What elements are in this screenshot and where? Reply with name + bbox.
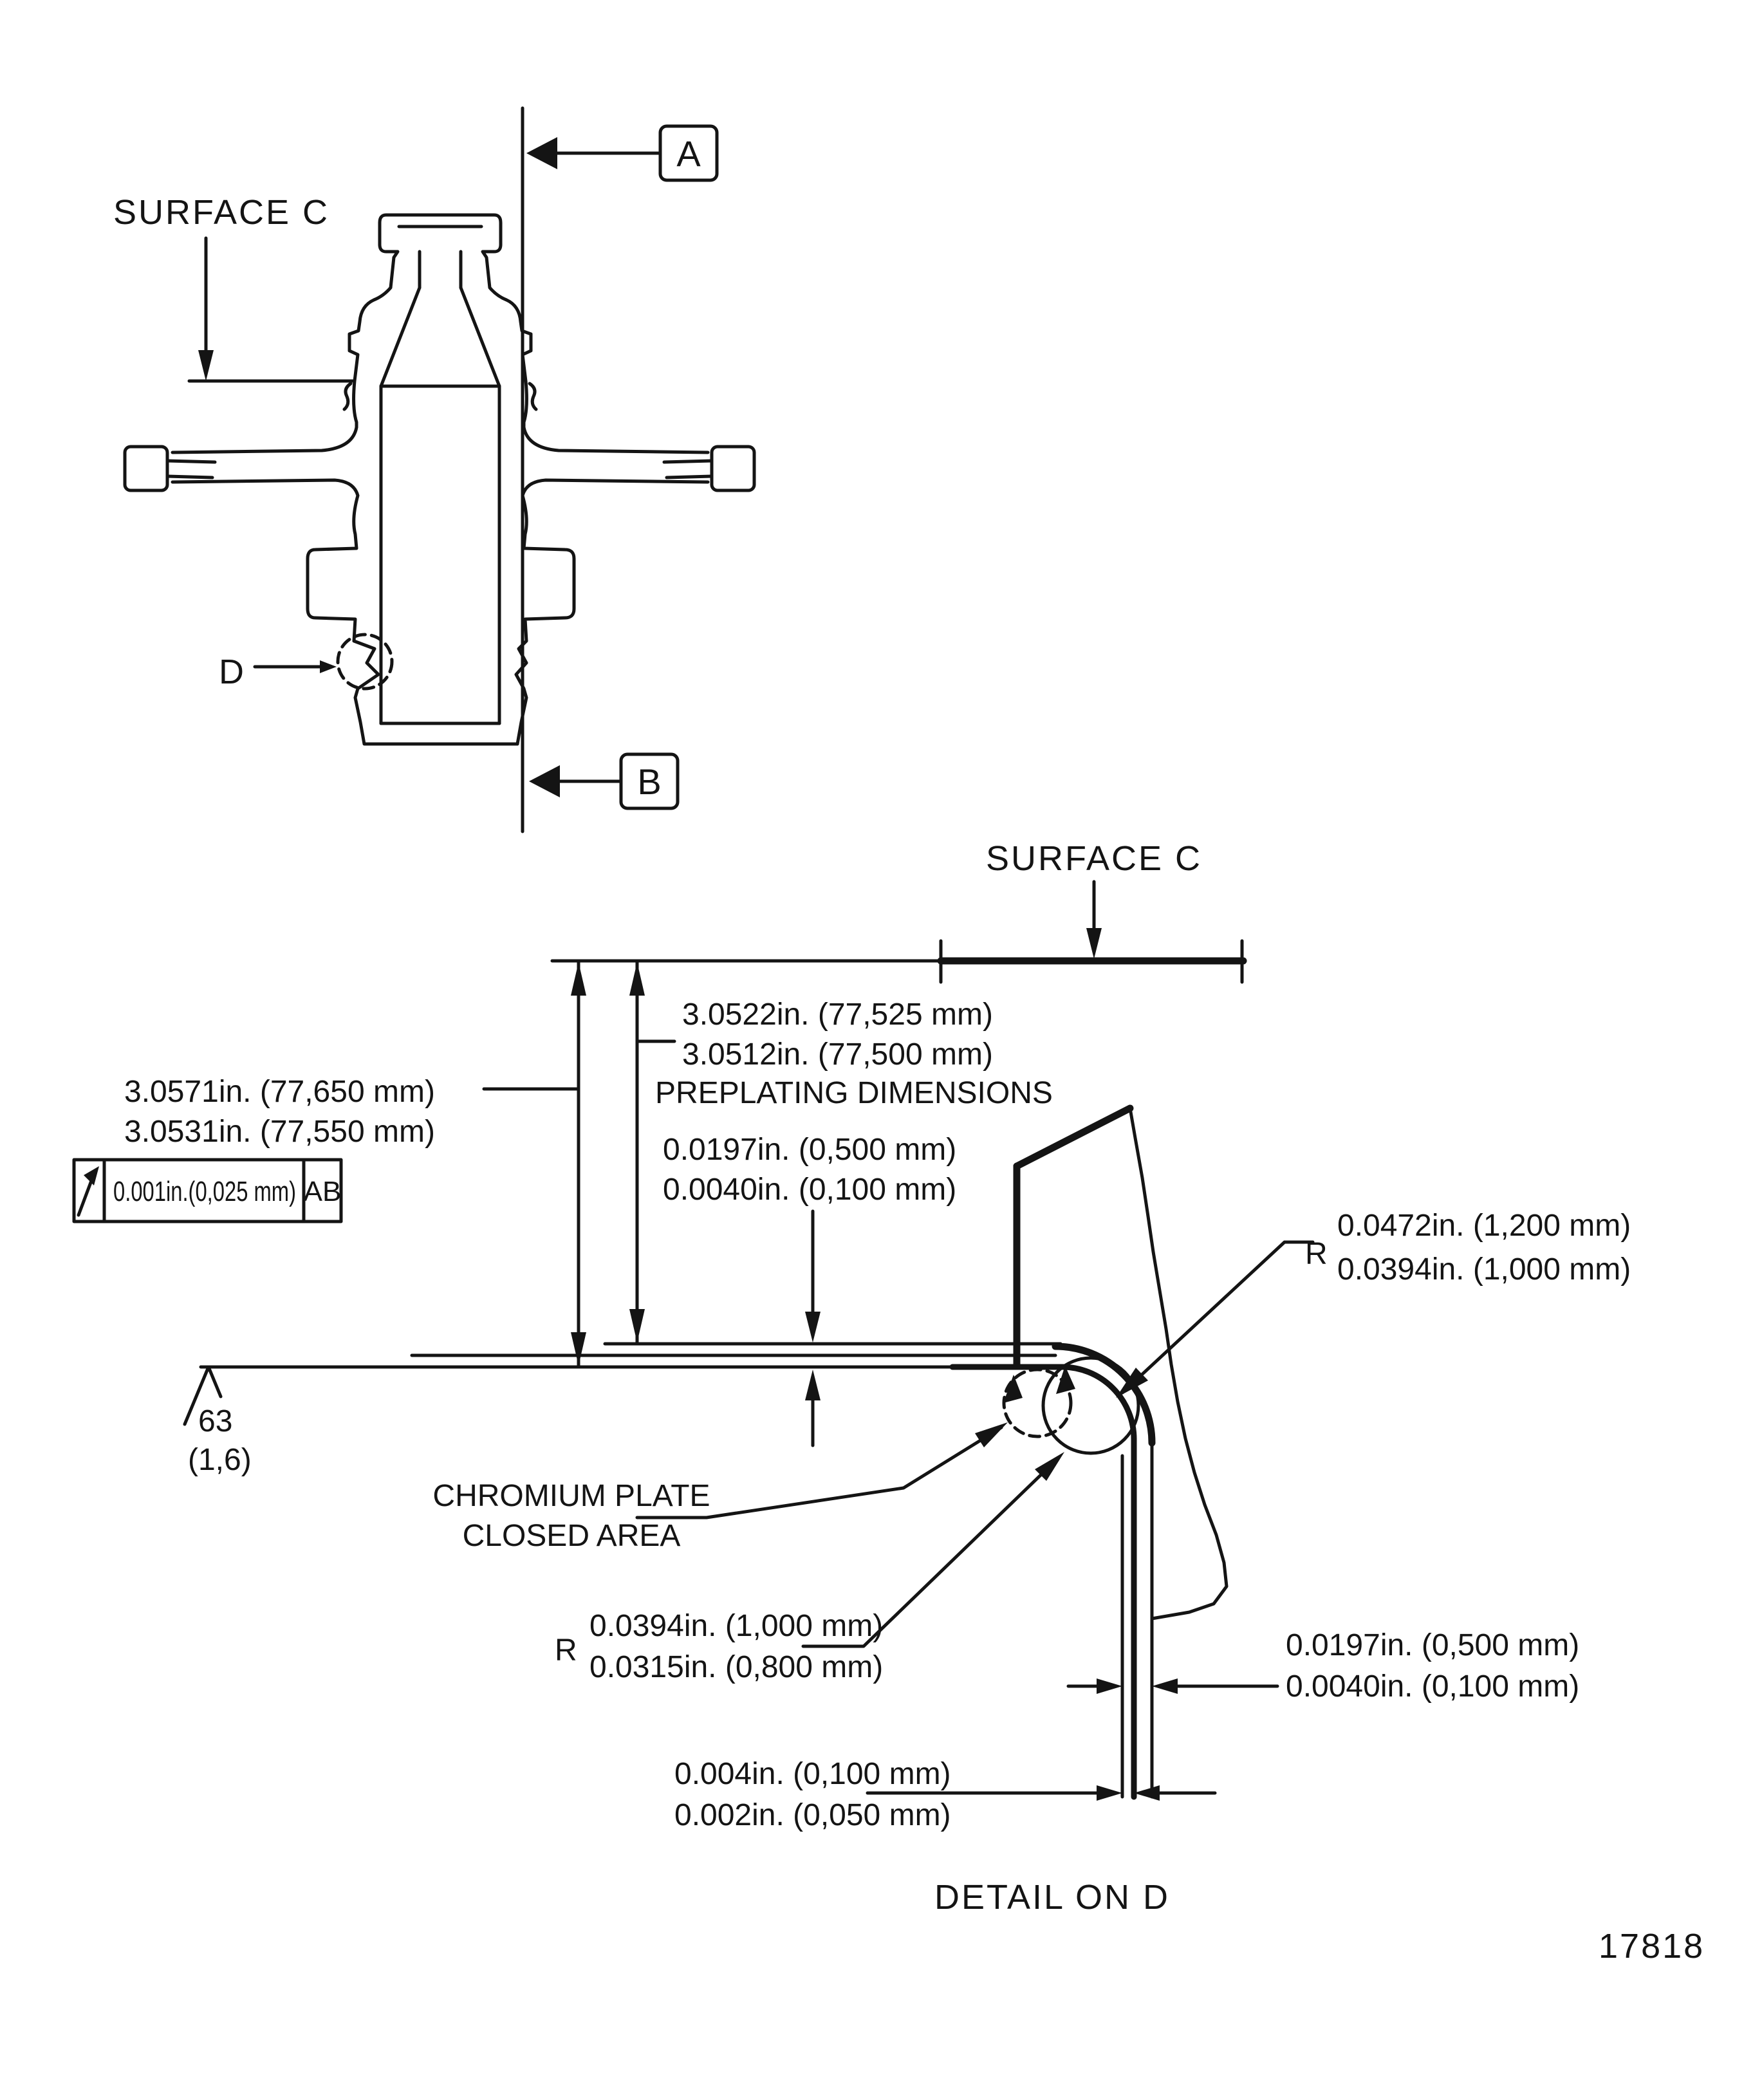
- runout-symbol-arrowhead-icon: [84, 1166, 99, 1185]
- dashed-circle-arrowhead-icon: [1003, 1375, 1023, 1403]
- detail-on-d-view: SURFACE C 3.0571in. (77,650 mm) 3.0531in…: [72, 839, 1631, 1917]
- runout-feature-control-frame: 0.001in.(0,025 mm) AB: [72, 1158, 343, 1223]
- surface-c-arrowhead-icon-detail: [1086, 928, 1102, 959]
- plating-side-right-arrowhead-icon: [1152, 1678, 1178, 1694]
- pre-plating-text-label: PREPLATING DIMENSIONS: [655, 1076, 1053, 1110]
- left-arm-slot-bottom: [165, 474, 214, 479]
- right-arm-tip: [710, 445, 756, 492]
- right-groove-curl: [528, 382, 538, 411]
- post-plating-text-line2: 3.0531in. (77,550 mm): [124, 1115, 435, 1149]
- surface-finish-metric: (1,6): [188, 1443, 252, 1477]
- inner-radius-symbol: R: [555, 1633, 577, 1668]
- surface-c-label-detail: SURFACE C: [986, 839, 1202, 878]
- plating-thickness-top-callout: 0.0197in. (0,500 mm) 0.0040in. (0,100 mm…: [663, 1133, 956, 1447]
- part-outline-left: [171, 213, 465, 454]
- solid-circle-arrowhead-icon: [1056, 1366, 1075, 1394]
- outer-radius-leader: [1120, 1240, 1315, 1395]
- inner-cone-left: [379, 286, 422, 388]
- inner-radius-leader: [801, 1456, 1060, 1648]
- right-arm-slot-top: [662, 459, 714, 464]
- upper-cross-section-view: A B SURFACE C: [113, 106, 756, 833]
- detail-d-callout: D: [219, 633, 394, 691]
- fcf-tolerance-text: 0.001in.(0,025 mm): [113, 1176, 296, 1207]
- pre-plating-up-arrowhead-icon: [629, 962, 645, 996]
- inner-cone-right: [459, 286, 501, 388]
- surface-c-arrowhead-icon-upper: [198, 350, 214, 381]
- datum-b-arrow-icon: [529, 765, 560, 797]
- fcf-datums-text: AB: [304, 1176, 342, 1207]
- corner-geometry: [1002, 1104, 1229, 1800]
- part-cross-section-outline: [123, 213, 756, 746]
- machined-surface: 63 (1,6): [183, 1342, 1066, 1477]
- right-arm-slot-bottom: [665, 474, 714, 479]
- datum-a-arrow-icon: [526, 137, 557, 169]
- surface-c-callout-upper: SURFACE C: [113, 193, 355, 383]
- left-arm-slot-top: [165, 459, 217, 464]
- chromium-plate-note: CHROMIUM PLATE CLOSED AREA: [432, 1422, 1008, 1553]
- figure-number: 17818: [1599, 1927, 1705, 1965]
- closed-area-gauge-circle-dashed: [1002, 1368, 1073, 1438]
- inner-radius-line1: 0.0394in. (1,000 mm): [589, 1609, 883, 1643]
- post-plating-down-arrowhead-icon: [571, 1332, 586, 1366]
- chromium-note-line1: CHROMIUM PLATE: [432, 1479, 710, 1513]
- part-outline-left-lower: [171, 478, 519, 746]
- break-line-wavy: [1128, 1106, 1229, 1621]
- inner-radius-callout: R 0.0394in. (1,000 mm) 0.0315in. (0,800 …: [555, 1452, 1064, 1684]
- plating-side-text-line1: 0.0197in. (0,500 mm): [1286, 1628, 1579, 1662]
- outer-corner-radius-arc: [1052, 1343, 1156, 1447]
- surface-finish-symbol-icon: [183, 1365, 223, 1426]
- inner-radius-arrowhead-icon: [1035, 1452, 1064, 1481]
- part-outline-right-lower: [514, 478, 710, 746]
- part-top-chamfer-thick: [1013, 1104, 1134, 1170]
- left-arm-tip: [123, 445, 169, 492]
- inner-radius-gauge-circle: [1041, 1356, 1140, 1455]
- plating-side-left-arrowhead-icon: [1097, 1678, 1122, 1694]
- plating-thickness-side-callout: 0.0197in. (0,500 mm) 0.0040in. (0,100 mm…: [1066, 1628, 1579, 1704]
- plating-closed-text-line1: 0.004in. (0,100 mm): [674, 1757, 951, 1791]
- surface-c-label-upper: SURFACE C: [113, 193, 329, 232]
- datum-a-box: [658, 124, 719, 182]
- outer-radius-line2: 0.0394in. (1,000 mm): [1337, 1252, 1631, 1287]
- chromium-note-line2: CLOSED AREA: [463, 1519, 681, 1553]
- datum-b-flag: B: [529, 752, 680, 810]
- pre-plating-text-line2: 3.0512in. (77,500 mm): [682, 1037, 993, 1072]
- chromium-note-leader: [635, 1426, 1003, 1519]
- plating-top-upper-arrowhead-icon: [805, 1312, 821, 1343]
- inner-radius-line2: 0.0315in. (0,800 mm): [589, 1650, 883, 1684]
- outer-radius-arrowhead-icon: [1116, 1368, 1148, 1398]
- left-groove-curl: [342, 382, 353, 411]
- outer-radius-callout: R 0.0472in. (1,200 mm) 0.0394in. (1,000 …: [1116, 1209, 1631, 1398]
- datum-a-flag: A: [526, 124, 719, 182]
- outer-radius-line1: 0.0472in. (1,200 mm): [1337, 1209, 1631, 1243]
- plating-closed-right-arrowhead-icon: [1134, 1785, 1160, 1801]
- surface-c-callout-detail: SURFACE C: [986, 839, 1202, 959]
- detail-d-label: D: [219, 653, 246, 691]
- plating-side-text-line2: 0.0040in. (0,100 mm): [1286, 1669, 1579, 1704]
- post-plating-up-arrowhead-icon: [571, 962, 586, 996]
- pre-plating-dimension: 3.0522in. (77,525 mm) 3.0512in. (77,500 …: [629, 960, 1053, 1344]
- plating-top-text-line2: 0.0040in. (0,100 mm): [663, 1173, 956, 1207]
- plating-closed-text-line2: 0.002in. (0,050 mm): [674, 1798, 951, 1832]
- fcf-outline: [72, 1158, 343, 1223]
- pre-plating-down-arrowhead-icon: [629, 1309, 645, 1343]
- inner-corner-radius-arc: [1059, 1364, 1137, 1442]
- detail-d-circle: [336, 633, 394, 691]
- datum-a-label: A: [676, 133, 701, 174]
- plating-thickness-closed-callout: 0.004in. (0,100 mm) 0.002in. (0,050 mm): [674, 1757, 1217, 1832]
- post-plating-dimension: 3.0571in. (77,650 mm) 3.0531in. (77,550 …: [124, 960, 586, 1368]
- pre-plating-text-line1: 3.0522in. (77,525 mm): [682, 998, 993, 1032]
- plating-closed-left-arrowhead-icon: [1097, 1785, 1122, 1801]
- chromium-note-arrowhead-icon: [975, 1422, 1008, 1447]
- surface-finish-roughness: 63: [198, 1404, 232, 1438]
- datum-b-label: B: [637, 761, 661, 802]
- post-plating-text-line1: 3.0571in. (77,650 mm): [124, 1075, 435, 1109]
- plating-top-text-line1: 0.0197in. (0,500 mm): [663, 1133, 956, 1167]
- detail-d-arrowhead-icon: [320, 660, 337, 673]
- detail-caption: DETAIL ON D: [934, 1878, 1170, 1917]
- plating-top-lower-arrowhead-icon: [805, 1370, 821, 1400]
- part-outline-right: [451, 213, 710, 454]
- datum-b-box: [619, 752, 680, 810]
